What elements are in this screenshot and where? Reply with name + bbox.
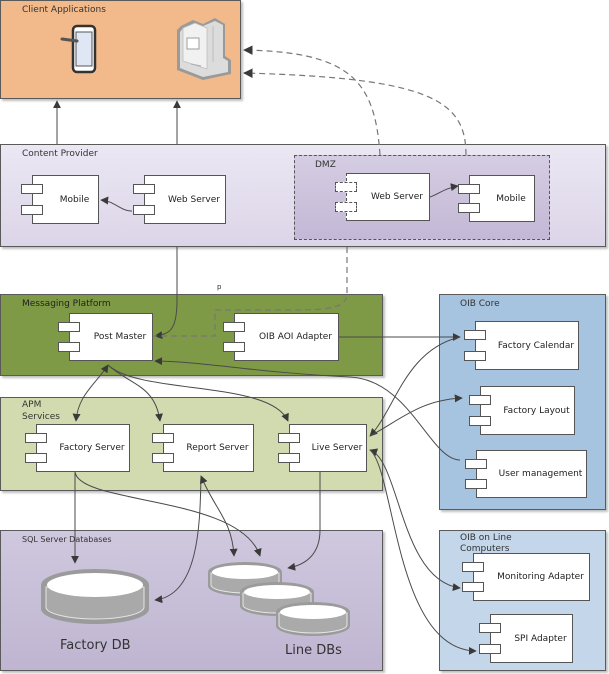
package-client-applications: Client Applications [0, 0, 241, 99]
component-label: Factory Server [59, 443, 125, 453]
component-port [58, 342, 80, 352]
component-port [335, 202, 357, 212]
component-port [464, 351, 486, 361]
component-port [21, 205, 43, 215]
component-port [278, 433, 300, 443]
component-spi-adapter[interactable]: SPI Adapter [479, 614, 573, 663]
component-port [152, 433, 174, 443]
component-cp-mobile[interactable]: Mobile [21, 175, 99, 224]
component-cp-web-server[interactable]: Web Server [133, 175, 226, 224]
component-monitoring-adapter[interactable]: Monitoring Adapter [462, 553, 590, 601]
component-post-master[interactable]: Post Master [58, 313, 153, 361]
component-port [21, 184, 43, 194]
component-port [458, 184, 480, 194]
component-port [152, 453, 174, 463]
component-live-server[interactable]: Live Server [278, 424, 367, 472]
factory-db-icon [41, 569, 149, 624]
component-port [464, 330, 486, 340]
component-oib-aoi-adapter[interactable]: OIB AOI Adapter [223, 313, 339, 361]
connector-dmz-to-client-1 [243, 45, 381, 156]
component-port [58, 322, 80, 332]
package-title: OIB Core [460, 299, 500, 309]
component-port [462, 562, 484, 572]
component-factory-calendar[interactable]: Factory Calendar [464, 321, 579, 370]
line-db-icon [208, 562, 282, 596]
package-title: Messaging Platform [22, 299, 111, 309]
component-label: Report Server [186, 443, 249, 453]
package-title: Client Applications [22, 5, 106, 15]
component-port [458, 203, 480, 213]
component-port [223, 342, 245, 352]
factory-db-label: Factory DB [60, 638, 131, 653]
component-label: Post Master [93, 332, 147, 342]
stray-mark: p [217, 283, 222, 291]
component-port [465, 479, 487, 489]
line-dbs-label: Line DBs [285, 643, 342, 658]
component-port [469, 395, 491, 405]
component-factory-layout[interactable]: Factory Layout [469, 386, 575, 435]
component-label: OIB AOI Adapter [258, 332, 333, 342]
component-port [462, 582, 484, 592]
package-title-line1: OIB on Line [460, 533, 512, 543]
tablet-icon [60, 24, 97, 74]
component-label: User management [498, 469, 583, 479]
connector-dmz-to-client-2 [243, 68, 467, 156]
package-title: Content Provider [22, 149, 98, 159]
component-dmz-web-server[interactable]: Web Server [335, 173, 430, 221]
component-port [465, 459, 487, 469]
component-label: Monitoring Adapter [497, 572, 584, 582]
package-title-line2: Services [22, 412, 60, 422]
component-label: Factory Layout [503, 405, 570, 416]
component-port [335, 182, 357, 192]
component-port [479, 623, 501, 633]
component-label: Live Server [311, 443, 363, 453]
component-port [133, 205, 155, 215]
component-label: Mobile [59, 194, 90, 205]
line-db-icon [276, 602, 350, 636]
component-label: SPI Adapter [514, 633, 567, 644]
component-dmz-mobile[interactable]: Mobile [458, 175, 535, 222]
package-title-line2: Computers [460, 544, 510, 554]
component-port [469, 416, 491, 426]
component-label: Factory Calendar [497, 340, 575, 351]
package-title-line1: APM [22, 400, 42, 410]
component-label: Mobile [496, 193, 526, 204]
package-title: SQL Server Databases [22, 535, 112, 544]
component-factory-server[interactable]: Factory Server [25, 424, 130, 472]
desktop-computer-icon [177, 18, 231, 80]
component-port [278, 453, 300, 463]
component-port [133, 184, 155, 194]
component-user-management[interactable]: User management [465, 450, 587, 498]
component-report-server[interactable]: Report Server [152, 424, 254, 472]
component-port [25, 453, 47, 463]
package-title: DMZ [315, 160, 336, 170]
component-label: Web Server [168, 194, 220, 205]
component-port [479, 644, 501, 654]
component-label: Web Server [371, 192, 423, 202]
component-port [25, 433, 47, 443]
component-port [223, 322, 245, 332]
